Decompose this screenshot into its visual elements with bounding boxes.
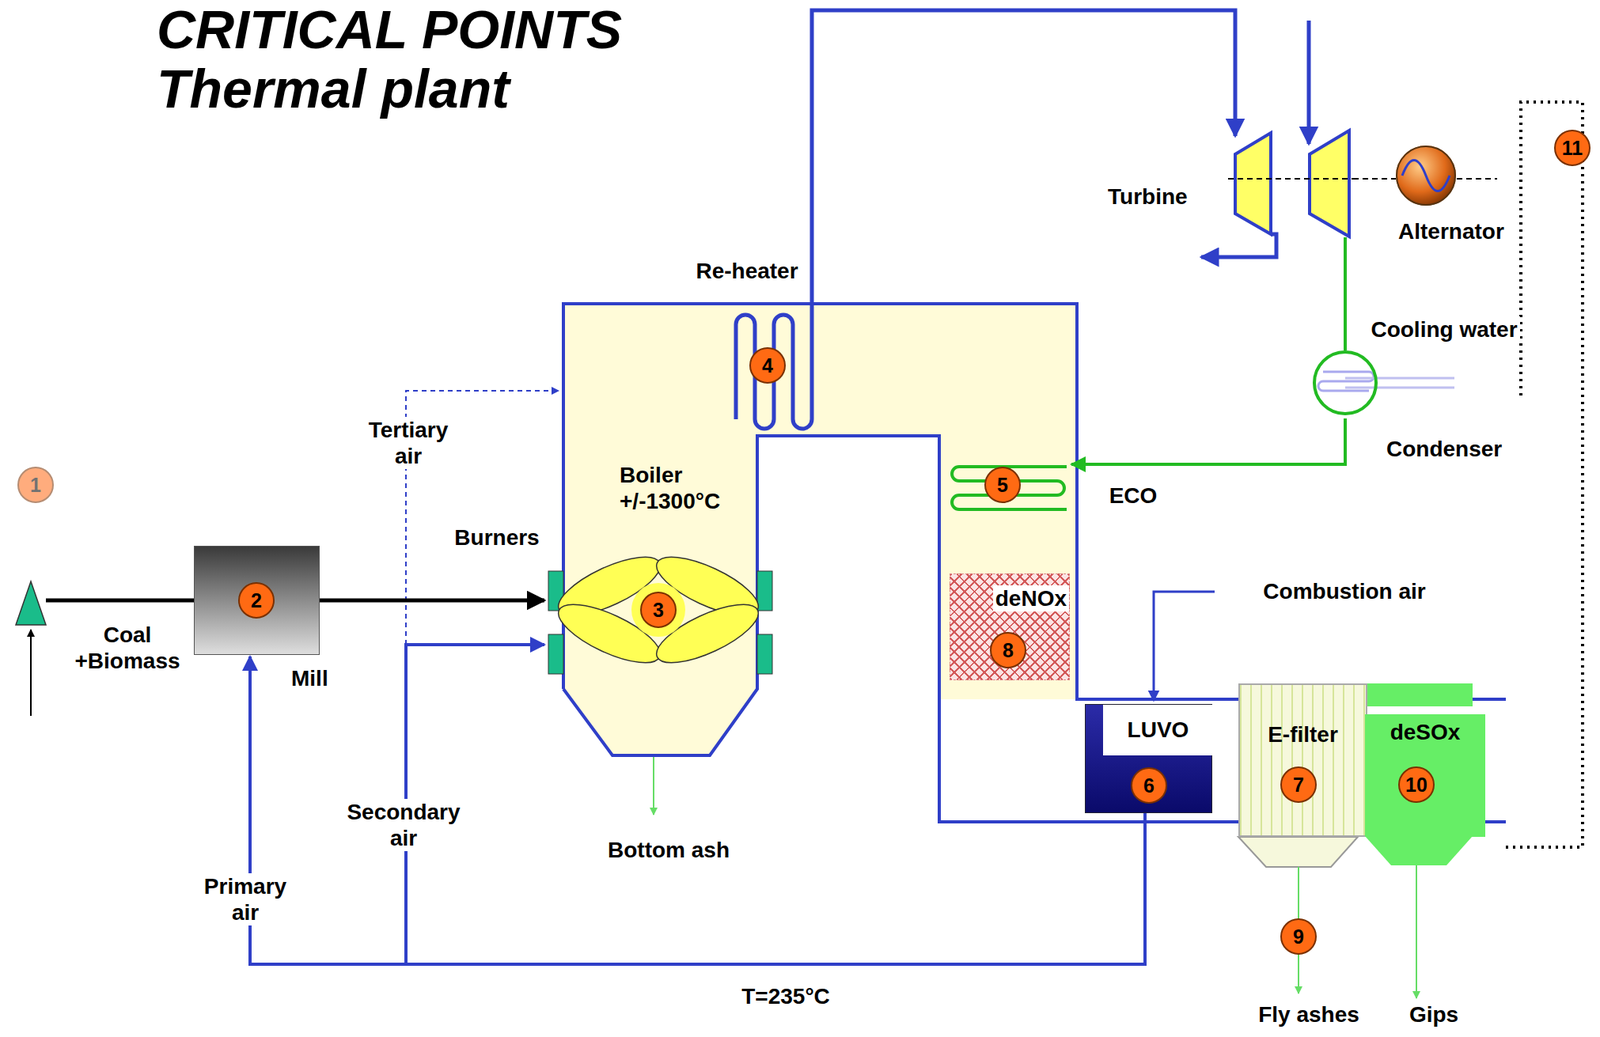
part-label: Gips — [1406, 1001, 1461, 1028]
callout-number: 4 — [749, 347, 786, 384]
burner — [757, 634, 773, 675]
burner — [757, 571, 773, 611]
boiler-fill — [563, 303, 1077, 756]
steam-line — [1307, 20, 1312, 145]
part-label: Coal +Biomass — [65, 621, 190, 675]
reheater-coil — [735, 10, 1236, 429]
flow-connector — [1353, 178, 1396, 180]
scrubber-top — [1364, 683, 1473, 707]
callout-number: 5 — [984, 466, 1021, 504]
furnace-zone: Boiler +/-1300°C — [563, 303, 758, 756]
burner — [548, 634, 564, 675]
callout-number: 2 — [238, 582, 275, 619]
scrubber-hopper — [1364, 836, 1473, 866]
node-label: deSOx — [1364, 719, 1486, 746]
coal-line — [45, 599, 195, 603]
callout-number: 8 — [989, 632, 1027, 669]
part-label: Re-heater — [693, 257, 800, 285]
part-label: T=235°C — [739, 983, 833, 1010]
gypsum-arrow — [1415, 865, 1418, 999]
node-label: deNOx — [993, 585, 1070, 612]
callout-number: 9 — [1280, 918, 1317, 956]
node-label: LUVO — [1103, 705, 1214, 756]
alternator-body — [1395, 145, 1456, 206]
part-label: Secondary air — [337, 799, 470, 852]
condenser-body — [1312, 350, 1378, 416]
part-label: Burners — [451, 524, 542, 551]
control-line — [1505, 102, 1583, 848]
node-label: Turbine — [1107, 183, 1188, 210]
feedwater-line — [1071, 418, 1346, 465]
shaft-line — [1456, 178, 1498, 180]
diagram-title: CRITICAL POINTS Thermal plant — [156, 0, 711, 119]
part-label: Tertiary air — [350, 417, 467, 470]
ash-arrow — [652, 757, 655, 816]
callout-number: 6 — [1130, 767, 1168, 804]
part-label: Combustion air — [1260, 578, 1428, 605]
cooling-pipe — [1345, 386, 1455, 390]
cooling-pipe — [1345, 377, 1455, 380]
alternator-circle: Alternator — [1395, 145, 1456, 206]
node-label: Alternator — [1395, 218, 1507, 245]
filter-hopper — [1238, 837, 1358, 868]
boiler-wall — [563, 303, 1506, 700]
process-box: E-filter — [1238, 683, 1368, 838]
fuel-symbol — [15, 581, 46, 626]
node-label: Mill — [291, 665, 329, 692]
sine-symbol — [1402, 160, 1450, 192]
exhaust-line — [1201, 234, 1277, 258]
flow-connector — [1343, 237, 1347, 351]
turbine-symbol — [1309, 130, 1350, 237]
part-label: Fly ashes — [1255, 1001, 1362, 1028]
economiser-coil — [951, 466, 1067, 510]
flow-connector — [250, 656, 1146, 965]
flow-connector — [319, 599, 545, 603]
node-label: Condenser — [1383, 436, 1505, 463]
node-label: E-filter — [1239, 721, 1366, 748]
part-label: ECO — [1107, 482, 1161, 509]
flow-connector — [405, 644, 1146, 965]
callout-number: 3 — [640, 591, 677, 629]
part-label: Cooling water — [1368, 316, 1520, 343]
part-label: Primary air — [191, 873, 300, 926]
turbine-group: Turbine — [1107, 126, 1354, 238]
callout-number: 11 — [1554, 129, 1591, 167]
feed-arrow — [30, 629, 32, 717]
shaft-line — [1228, 178, 1354, 180]
callout-number: 1 — [17, 466, 54, 504]
turbine-symbol — [1235, 132, 1271, 235]
callout-number: 7 — [1280, 766, 1317, 804]
condenser-circle: Condenser — [1312, 350, 1378, 416]
node-label: Boiler +/-1300°C — [619, 462, 778, 515]
callout-number: 10 — [1398, 766, 1435, 804]
part-label: Bottom ash — [605, 837, 732, 864]
combustion-air-line — [1153, 591, 1215, 702]
flame — [550, 545, 766, 675]
